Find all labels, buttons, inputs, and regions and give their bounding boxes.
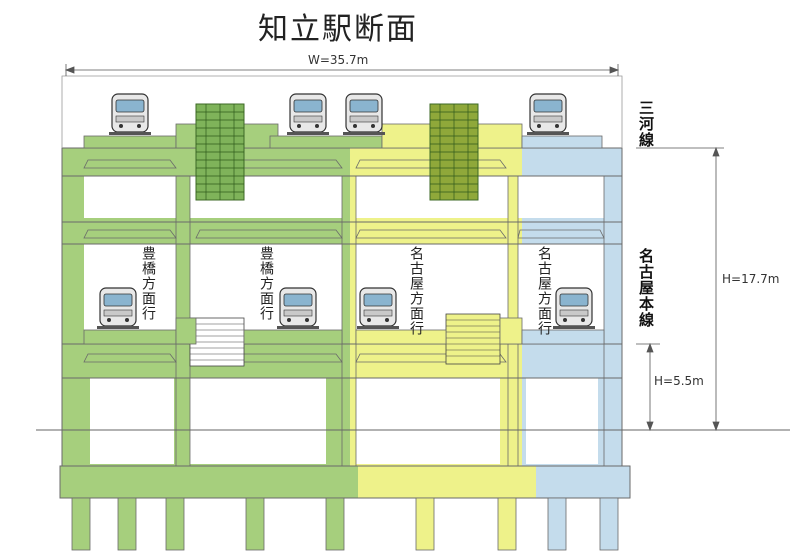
ground-height-dimension-line xyxy=(636,342,660,432)
direction-label-toyohashi: 豊橋方面行 xyxy=(140,246,156,321)
page-title: 知立駅断面 xyxy=(258,12,418,47)
train-front-icon xyxy=(552,287,596,330)
outline-frame xyxy=(61,75,623,148)
lower-platforms xyxy=(83,317,605,345)
escalator-icon xyxy=(429,103,479,201)
train-front-icon xyxy=(96,287,140,330)
ground-floor-openings xyxy=(90,378,598,464)
train-front-icon xyxy=(276,287,320,330)
height-label: H=17.7m xyxy=(722,272,780,286)
train-front-icon xyxy=(342,93,386,136)
stairs-icon xyxy=(445,313,501,365)
train-front-icon xyxy=(286,93,330,136)
direction-label-nagoya: 名古屋方面行 xyxy=(536,246,552,336)
direction-label-nagoya: 名古屋方面行 xyxy=(408,246,424,336)
foundation-piles xyxy=(71,497,619,551)
width-dimension-line xyxy=(64,64,620,76)
height-dimension-line xyxy=(636,146,724,432)
line-label-mikawa: 三河線 xyxy=(637,100,655,148)
line-label-nagoya-main: 名古屋本線 xyxy=(637,248,655,328)
direction-label-toyohashi: 豊橋方面行 xyxy=(258,246,274,321)
train-front-icon xyxy=(356,287,400,330)
ground-height-label: H=5.5m xyxy=(654,374,704,388)
train-front-icon xyxy=(526,93,570,136)
top-platforms xyxy=(83,123,603,149)
train-front-icon xyxy=(108,93,152,136)
escalator-icon xyxy=(195,103,245,201)
stairs-icon xyxy=(189,317,245,367)
width-label: W=35.7m xyxy=(308,53,369,67)
